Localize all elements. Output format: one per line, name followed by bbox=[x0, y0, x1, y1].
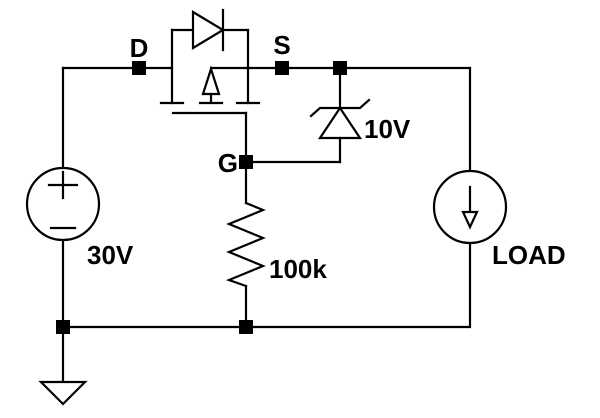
voltage-source-symbol bbox=[25, 166, 101, 242]
mosfet-symbol bbox=[159, 8, 261, 205]
node-source bbox=[275, 61, 289, 75]
node-ground-rail-mid bbox=[239, 320, 253, 334]
node-ground-rail-left bbox=[56, 320, 70, 334]
junction-nodes bbox=[56, 61, 347, 334]
source-label: S bbox=[273, 30, 290, 60]
drain-label: D bbox=[130, 33, 149, 63]
body-diode-symbol bbox=[170, 8, 250, 52]
zener-triangle-icon bbox=[317, 106, 363, 140]
node-zener-top bbox=[333, 61, 347, 75]
node-gate bbox=[239, 155, 253, 169]
zener-symbol bbox=[244, 66, 371, 164]
ground-symbol bbox=[38, 380, 88, 406]
body-diode-triangle-icon bbox=[191, 10, 226, 50]
wires bbox=[61, 66, 472, 384]
load-arrow-head-icon bbox=[461, 210, 479, 230]
mosfet-body-arrow-icon bbox=[201, 65, 221, 96]
load-label: LOAD bbox=[492, 240, 566, 270]
zener-value-label: 10V bbox=[364, 114, 411, 144]
supply-value-label: 30V bbox=[87, 240, 134, 270]
node-drain bbox=[132, 61, 146, 75]
resistor-symbol bbox=[225, 201, 266, 329]
labels: D S G 10V 30V 100k LOAD bbox=[87, 30, 566, 284]
load-source-symbol bbox=[432, 169, 508, 245]
ground-triangle-icon bbox=[38, 380, 88, 406]
voltage-source-circle bbox=[25, 166, 101, 242]
gate-label: G bbox=[218, 148, 238, 178]
resistor-value-label: 100k bbox=[269, 254, 327, 284]
resistor-zigzag bbox=[225, 201, 266, 288]
